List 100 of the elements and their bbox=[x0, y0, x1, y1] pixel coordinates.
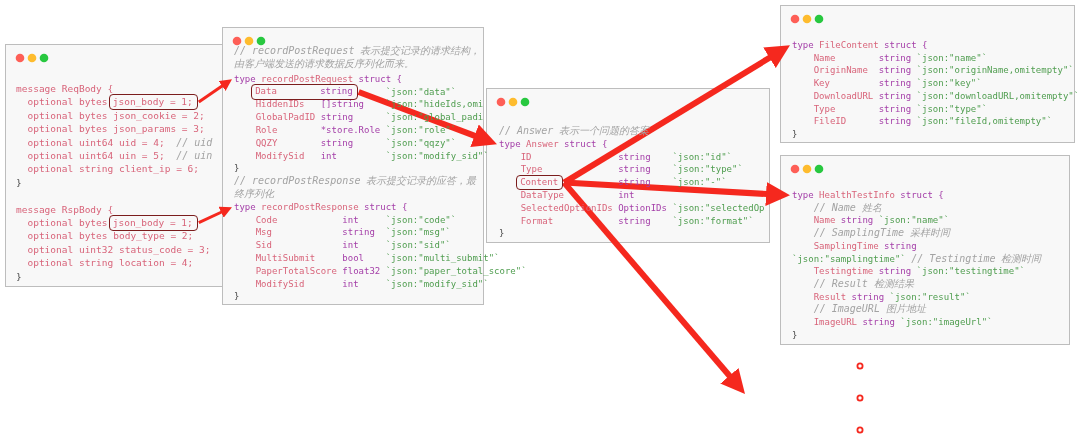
code-text: Result bbox=[813, 290, 847, 304]
code-text: string bbox=[862, 316, 895, 329]
code-text: } bbox=[16, 269, 22, 283]
code-text: OriginName bbox=[813, 64, 868, 78]
highlight-box bbox=[251, 84, 358, 100]
code-text: type bbox=[792, 189, 814, 202]
code-text: struct { bbox=[564, 137, 608, 151]
code-text: } bbox=[499, 227, 505, 241]
code-text: SamplingTime bbox=[813, 239, 879, 253]
code-text: float32 bbox=[342, 264, 381, 278]
code-text: `json:"format"` bbox=[672, 214, 754, 228]
code-text: DownloadURL bbox=[813, 89, 874, 103]
code-text: `json:"originName,omitempty"` bbox=[916, 64, 1074, 78]
code-text: struct { bbox=[900, 189, 944, 202]
code-text: string bbox=[878, 115, 912, 128]
code-text: optional bytes json_cookie = 2; bbox=[27, 108, 205, 123]
code-text: Key bbox=[813, 77, 830, 90]
code-text: QQZY bbox=[255, 136, 278, 150]
code-text: string bbox=[851, 290, 885, 304]
code-text: `json:"result"` bbox=[889, 290, 971, 303]
code-comment: // recordPostResponse 表示提交记录的应答，最终序列化 bbox=[234, 175, 478, 201]
code-text: string bbox=[878, 64, 912, 78]
highlight-box: json_body = 1; bbox=[108, 93, 198, 111]
highlight-box: Content bbox=[516, 174, 564, 191]
code-text: FileID bbox=[813, 115, 847, 128]
code-text: type bbox=[792, 39, 814, 52]
code-text: message RspBody { bbox=[16, 202, 114, 216]
code-text: optional bytes bbox=[27, 95, 108, 109]
code-text: `json:"testingtime"` bbox=[916, 265, 1025, 278]
code-comment: // ImageURL 图片地址 bbox=[813, 303, 926, 316]
code-text: `json:"type"` bbox=[672, 163, 743, 177]
code-text: string bbox=[320, 85, 353, 98]
code-text: FileContent bbox=[819, 39, 879, 52]
code-text: `json:"fileId,omitempty"` bbox=[916, 115, 1053, 128]
code-text: `json:"qqzy"` bbox=[385, 136, 457, 150]
code-text: string bbox=[878, 89, 912, 103]
arrow bbox=[561, 180, 745, 394]
code-comment: // recordPostRequest 表示提交记录的请求结构，由客户端发送的请求数据反序列化而来。 bbox=[234, 45, 482, 71]
code-text: optional uint64 uid = 4; bbox=[27, 135, 165, 149]
code-text: `json:"samplingtime"` bbox=[792, 252, 906, 266]
code-window bbox=[486, 88, 770, 243]
code-text: struct { bbox=[884, 39, 928, 52]
code-text: string bbox=[618, 150, 651, 164]
code-text: struct { bbox=[364, 200, 408, 214]
code-text: optional uint64 uin = 5; bbox=[27, 149, 165, 163]
code-text: `json:"data"` bbox=[385, 85, 457, 99]
code-text: `json:"key"` bbox=[916, 77, 982, 90]
code-text: string bbox=[878, 102, 912, 116]
code-text: `json:"code"` bbox=[385, 213, 457, 227]
code-text: `json:"paper_total_score"` bbox=[385, 264, 527, 278]
code-text: type bbox=[499, 137, 521, 151]
code-comment: // Result 检测结果 bbox=[813, 277, 914, 291]
code-text: Data bbox=[255, 85, 277, 98]
code-text: Role bbox=[255, 124, 278, 137]
code-text: MultiSubmit bbox=[255, 252, 316, 265]
code-text: ID bbox=[520, 150, 532, 164]
code-text: optional bytes body_type = 2; bbox=[27, 229, 194, 243]
code-text: string bbox=[618, 163, 651, 177]
code-text: HealthTestInfo bbox=[819, 189, 895, 202]
code-text: type bbox=[234, 72, 256, 86]
code-text: `json:"role"` bbox=[385, 124, 457, 137]
code-window bbox=[780, 5, 1075, 143]
code-text: `json:"imageUrl"` bbox=[900, 316, 993, 329]
code-text: Msg bbox=[255, 226, 272, 240]
code-text: string bbox=[840, 214, 874, 228]
arrow bbox=[197, 79, 232, 104]
code-text: optional bytes bbox=[27, 216, 108, 230]
code-text: optional uint32 status_code = 3; bbox=[27, 242, 211, 257]
code-text: `json:"selectedOp bbox=[672, 201, 765, 215]
code-text: } bbox=[792, 328, 798, 342]
code-text: `json:"id"` bbox=[672, 150, 732, 164]
code-text: int bbox=[342, 213, 359, 227]
code-text: `json:"name"` bbox=[916, 51, 988, 65]
code-text: int bbox=[342, 239, 359, 252]
code-text: Name bbox=[813, 51, 836, 65]
code-text: Answer bbox=[526, 137, 559, 151]
code-text: PaperTotalScore bbox=[255, 264, 337, 278]
code-text: optional string location = 4; bbox=[27, 256, 194, 270]
code-text: string bbox=[618, 214, 651, 228]
code-text: `json:"downloadURL,omitempty"` bbox=[916, 89, 1080, 103]
code-text: } bbox=[234, 162, 240, 176]
code-text: `json:"type"` bbox=[916, 102, 988, 116]
code-window bbox=[5, 44, 225, 287]
code-text: int bbox=[618, 189, 635, 202]
code-comment: // uid bbox=[176, 135, 213, 149]
code-text: optional bytes json_params = 3; bbox=[27, 122, 205, 136]
code-text: Name bbox=[813, 214, 836, 228]
code-text: string bbox=[878, 265, 912, 278]
arrow bbox=[198, 206, 232, 225]
code-text: type bbox=[234, 200, 256, 214]
code-text: int bbox=[320, 149, 337, 163]
code-text: string bbox=[878, 77, 912, 90]
code-text: message ReqBody { bbox=[16, 82, 114, 96]
code-text: Type bbox=[813, 102, 836, 116]
arrow bbox=[357, 89, 497, 147]
code-comment: // uin bbox=[176, 149, 213, 163]
code-text: OptionIDs bbox=[618, 201, 667, 215]
code-text: HiddenIDs bbox=[255, 98, 305, 112]
code-text: Code bbox=[255, 213, 278, 227]
code-text: } bbox=[792, 127, 798, 141]
